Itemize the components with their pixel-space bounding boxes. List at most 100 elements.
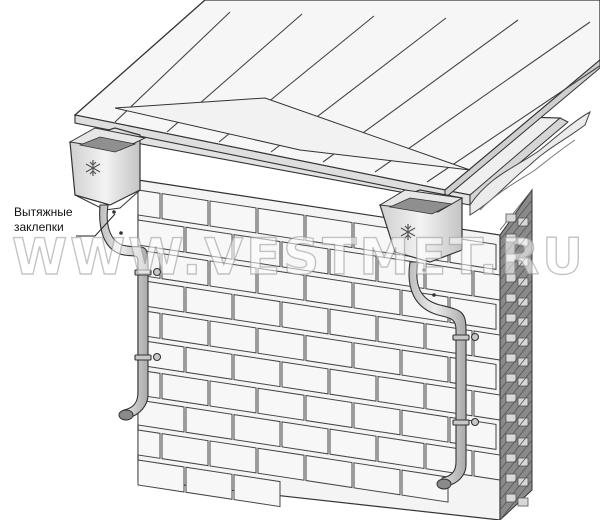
brick — [233, 414, 281, 448]
brick-joint — [499, 199, 533, 241]
brick — [137, 399, 185, 433]
callout-label-line2: заклепки — [14, 220, 64, 234]
roof-seam — [426, 65, 600, 183]
brick-side — [505, 253, 517, 263]
brick — [257, 447, 305, 481]
brick-joint — [499, 319, 533, 361]
brick-joint — [499, 369, 533, 411]
brick — [185, 466, 233, 500]
callout-label-rivets: Вытяжные заклепки — [14, 205, 73, 235]
gutter-funnel-left — [68, 127, 147, 211]
snowflake-logo-icon — [400, 224, 416, 240]
brick-side — [517, 257, 529, 267]
brick — [401, 469, 449, 503]
brick — [209, 380, 257, 414]
brick — [161, 373, 209, 407]
brick — [161, 433, 209, 467]
brick-side — [517, 277, 529, 287]
brick — [473, 270, 501, 301]
brick-joint — [499, 269, 533, 311]
brick-joint — [499, 429, 533, 471]
brick — [161, 193, 209, 227]
brick-joint — [499, 299, 533, 341]
brick-side — [505, 213, 517, 223]
brick-side — [517, 477, 529, 487]
brick — [281, 421, 329, 455]
brick-joint — [499, 439, 533, 481]
brick-joint — [499, 209, 533, 251]
brick — [137, 189, 161, 219]
brick-joint — [499, 309, 533, 351]
brick — [353, 282, 401, 316]
brick — [425, 263, 473, 297]
brick-joint — [499, 359, 533, 401]
brick — [377, 375, 425, 410]
brick-side — [505, 233, 517, 243]
brick — [305, 214, 353, 249]
brick-side — [517, 337, 529, 347]
downpipe-right — [408, 261, 480, 490]
brick — [185, 346, 233, 380]
brick — [353, 462, 401, 496]
brick — [161, 253, 209, 287]
brick-joint — [499, 229, 533, 271]
brick-side — [505, 493, 517, 503]
brick-joint — [499, 239, 533, 281]
brick — [233, 234, 281, 268]
brick — [377, 315, 425, 350]
brick-side — [517, 317, 529, 327]
brick-side — [517, 457, 529, 467]
brick — [233, 474, 281, 508]
brick — [281, 241, 329, 275]
brick-side — [505, 333, 517, 343]
brick-side — [505, 273, 517, 283]
brick-side — [505, 353, 517, 363]
brick-joint — [499, 449, 533, 491]
callout-label-line1: Вытяжные — [14, 205, 73, 219]
brick — [473, 390, 501, 421]
brick-joint — [499, 329, 533, 371]
brick-side — [517, 217, 529, 227]
brick-joint — [499, 469, 533, 511]
brick — [257, 327, 305, 361]
brick — [257, 387, 305, 421]
brick — [305, 394, 353, 429]
brick-side — [505, 413, 517, 423]
brick-joint — [499, 459, 533, 501]
brick — [329, 308, 377, 342]
roof-seam — [374, 21, 591, 173]
brick — [209, 440, 257, 474]
brick-joint — [499, 349, 533, 391]
brick — [401, 349, 449, 383]
roof — [73, 0, 600, 200]
brick — [257, 267, 305, 301]
brick-wall-side — [499, 188, 533, 520]
brick — [353, 342, 401, 376]
brick-joint — [499, 279, 533, 321]
brick-joint — [499, 409, 533, 451]
brick-side — [505, 473, 517, 483]
brick-side — [517, 417, 529, 427]
brick-side — [505, 373, 517, 383]
brick-joint — [499, 339, 533, 381]
brick-side — [517, 357, 529, 367]
brick-side — [505, 453, 517, 463]
brick — [377, 435, 425, 470]
brick — [233, 294, 281, 328]
brick-joint — [499, 289, 533, 331]
brick — [137, 429, 161, 459]
brick — [401, 409, 449, 443]
brick-side — [505, 313, 517, 323]
brick-side — [517, 297, 529, 307]
brick — [233, 354, 281, 388]
brick — [257, 207, 305, 241]
brick-joint — [499, 399, 533, 441]
brick — [281, 361, 329, 395]
brick-joint — [499, 249, 533, 291]
brick-joint — [499, 389, 533, 431]
brick — [209, 320, 257, 354]
brick-joint — [499, 479, 533, 520]
brick-joint — [499, 379, 533, 421]
brick — [185, 226, 233, 260]
brick-joint — [499, 419, 533, 461]
